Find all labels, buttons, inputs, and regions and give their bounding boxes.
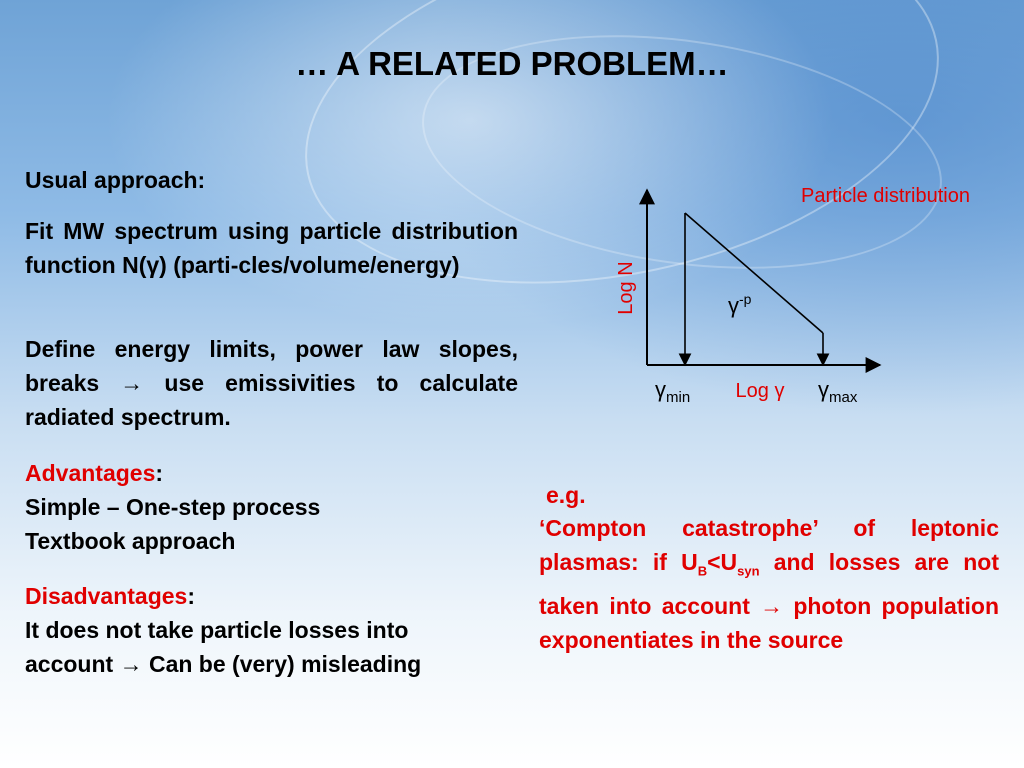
gamma-max-label: γmax <box>818 377 858 406</box>
disadvantages-heading: Disadvantages: <box>25 583 196 609</box>
compton-catastrophe-text: ‘Compton catastrophe’ of leptonic plasma… <box>539 515 999 653</box>
usual-approach-heading: Usual approach: <box>25 167 206 193</box>
advantages-heading: Advantages: <box>25 460 164 486</box>
example-label: e.g. <box>546 482 586 508</box>
gamma-min-label: γmin <box>655 377 690 406</box>
fit-spectrum-text: Fit MW spectrum using particle distribut… <box>25 218 518 278</box>
particle-distribution-diagram: Particle distribution Log N Log γ γmin γ… <box>615 185 970 406</box>
x-axis-label: Log γ <box>736 380 785 402</box>
disadvantage-item: It does not take particle losses into <box>25 617 409 643</box>
slide-title: … A RELATED PROBLEM… <box>295 45 729 82</box>
define-limits-text: Define energy limits, power law slopes, … <box>25 336 518 430</box>
advantage-item: Textbook approach <box>25 528 236 554</box>
advantage-item: Simple – One-step process <box>25 494 321 520</box>
advantages-label: Advantages <box>25 460 156 486</box>
diagram-title: Particle distribution <box>801 185 970 207</box>
power-law-slope <box>684 212 824 334</box>
disadvantages-label: Disadvantages <box>25 583 188 609</box>
y-axis-label: Log N <box>615 261 637 314</box>
disadvantage-item: account → Can be (very) misleading <box>25 651 422 677</box>
advantages-block: Advantages: Simple – One-step process Te… <box>25 456 525 558</box>
disadvantages-block: Disadvantages: It does not take particle… <box>25 579 525 681</box>
slope-label: γ-p <box>728 291 752 318</box>
